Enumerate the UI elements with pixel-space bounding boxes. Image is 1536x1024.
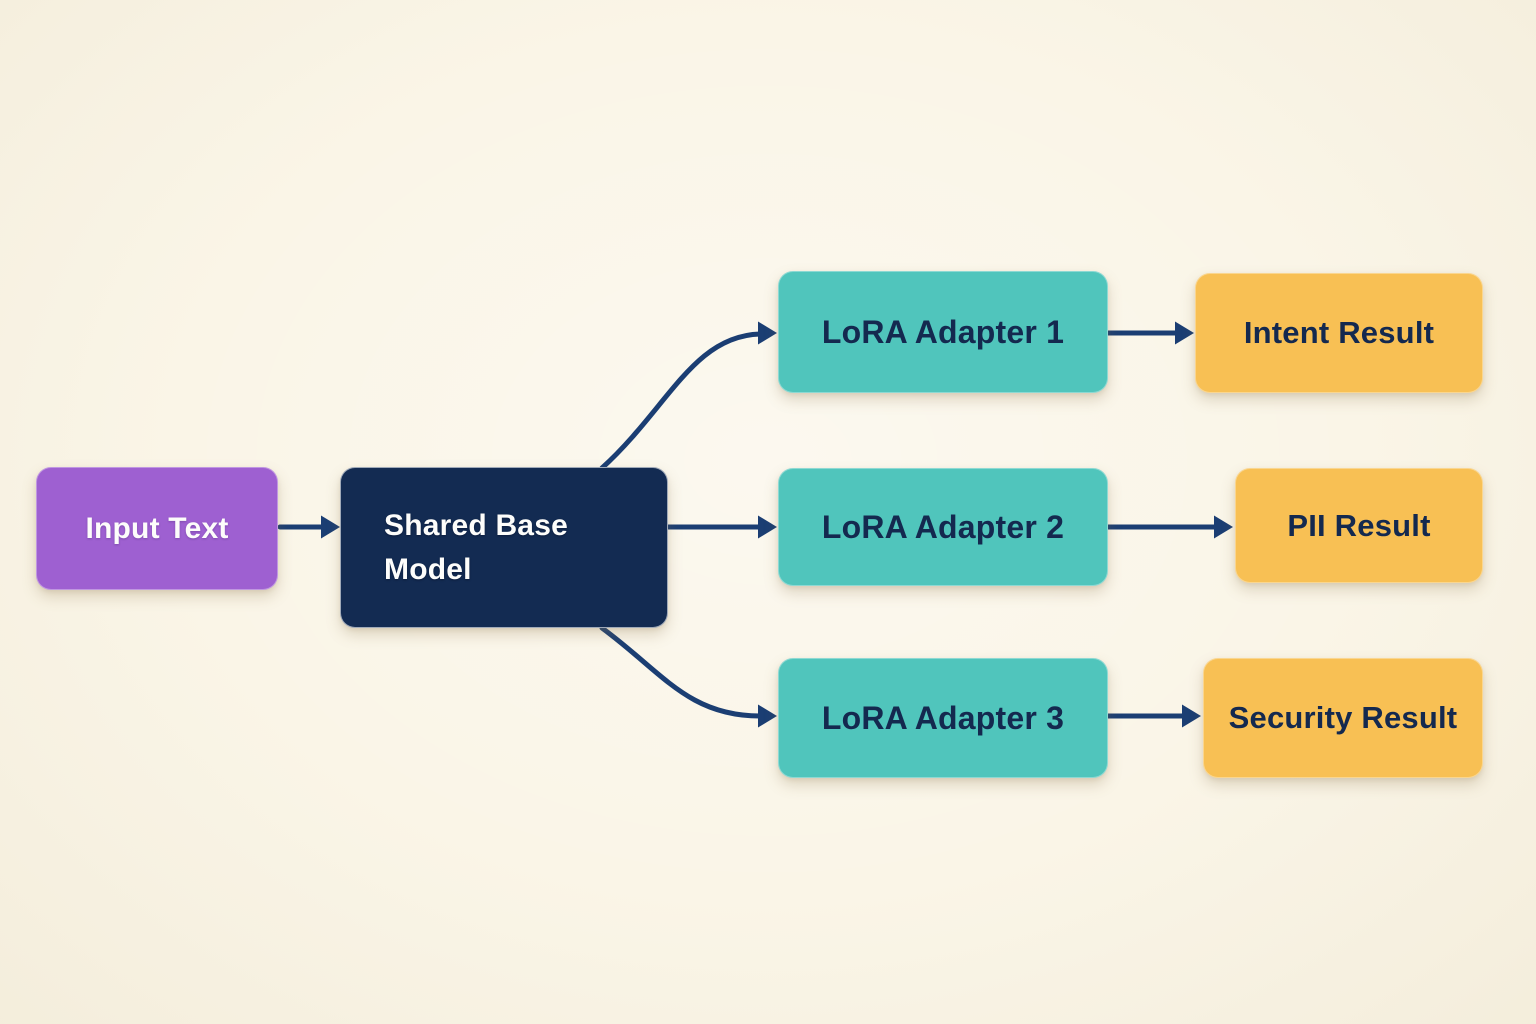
node-lora-adapter-1: LoRA Adapter 1 <box>778 271 1108 393</box>
edge-base-adapter3 <box>599 625 777 728</box>
node-intent-result: Intent Result <box>1195 273 1483 393</box>
arrowhead-icon <box>321 515 340 539</box>
edge-base-adapter1 <box>599 321 777 471</box>
node-security-result: Security Result <box>1203 658 1483 778</box>
node-lora-adapter-2-label: LoRA Adapter 2 <box>821 508 1065 545</box>
arrowhead-icon <box>1214 515 1233 539</box>
edge-base-adapter2 <box>665 515 777 539</box>
arrowhead-icon <box>758 321 777 345</box>
edge-adapter1-result1 <box>1105 321 1194 345</box>
arrowhead-icon <box>1182 704 1201 728</box>
arrowhead-icon <box>1175 321 1194 345</box>
node-lora-adapter-3-label: LoRA Adapter 3 <box>821 699 1065 736</box>
node-lora-adapter-1-label: LoRA Adapter 1 <box>821 313 1065 350</box>
node-pii-result-label: PII Result <box>1287 507 1431 543</box>
node-input-text-label: Input Text <box>85 511 229 545</box>
node-lora-adapter-2: LoRA Adapter 2 <box>778 468 1108 586</box>
node-pii-result: PII Result <box>1235 468 1483 583</box>
arrowhead-icon <box>758 515 777 539</box>
node-intent-result-label: Intent Result <box>1243 315 1435 350</box>
edge-adapter3-result3 <box>1105 704 1201 728</box>
node-shared-base-model-label: Shared Base Model <box>384 509 568 586</box>
node-shared-base-model: Shared Base Model <box>340 467 668 628</box>
edge-input-base <box>277 515 340 539</box>
node-lora-adapter-3: LoRA Adapter 3 <box>778 658 1108 778</box>
arrowhead-icon <box>758 704 777 728</box>
node-input-text: Input Text <box>36 467 278 590</box>
node-security-result-label: Security Result <box>1228 700 1458 735</box>
edge-adapter2-result2 <box>1105 515 1233 539</box>
